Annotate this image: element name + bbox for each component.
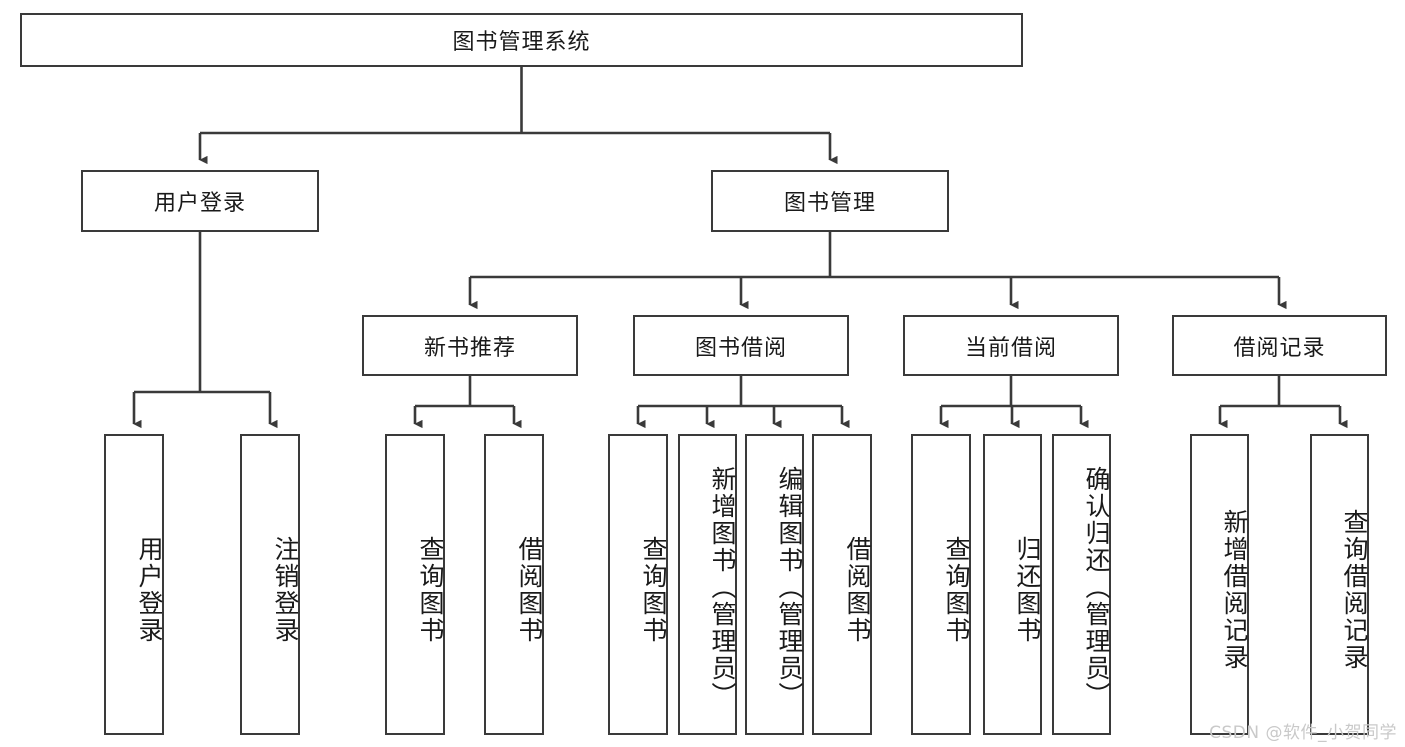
node-level3-book-borrow-label: 图书借阅 (694, 335, 787, 361)
node-leaf-label: 新增借阅记录 (1220, 508, 1249, 671)
node-level3-current-borrow[interactable]: 当前借阅 (903, 315, 1119, 376)
node-leaf[interactable]: 用户登录 (104, 434, 164, 735)
node-root-label: 图书管理系统 (452, 30, 591, 55)
node-leaf[interactable]: 查询图书 (608, 434, 668, 735)
node-leaf[interactable]: 查询借阅记录 (1310, 434, 1369, 735)
node-level3-borrow-record-label: 借阅记录 (1233, 335, 1326, 361)
node-leaf[interactable]: 新增图书（管理员） (678, 434, 737, 735)
node-leaf-label: 用户登录 (135, 535, 164, 644)
node-level2-book-management[interactable]: 图书管理 (711, 170, 949, 232)
node-level2-book-management-label: 图书管理 (783, 191, 876, 216)
node-leaf[interactable]: 借阅图书 (812, 434, 872, 735)
node-leaf-label: 确认归还（管理员） (1082, 466, 1111, 709)
node-level3-new-book-recommend[interactable]: 新书推荐 (362, 315, 578, 376)
node-leaf[interactable]: 新增借阅记录 (1190, 434, 1249, 735)
node-leaf-label: 查询图书 (942, 535, 971, 644)
node-level3-book-borrow[interactable]: 图书借阅 (633, 315, 849, 376)
node-leaf-label: 查询借阅记录 (1340, 508, 1369, 671)
node-level3-current-borrow-label: 当前借阅 (964, 335, 1057, 361)
node-leaf-label: 查询图书 (416, 535, 445, 644)
node-leaf[interactable]: 编辑图书（管理员） (745, 434, 804, 735)
node-level2-user-login[interactable]: 用户登录 (81, 170, 319, 232)
node-leaf[interactable]: 借阅图书 (484, 434, 544, 735)
node-leaf-label: 归还图书 (1013, 535, 1042, 644)
node-leaf-label: 查询图书 (639, 535, 668, 644)
node-leaf-label: 新增图书（管理员） (708, 466, 737, 709)
node-level2-user-login-label: 用户登录 (153, 191, 246, 216)
node-leaf[interactable]: 归还图书 (983, 434, 1042, 735)
node-leaf[interactable]: 确认归还（管理员） (1052, 434, 1111, 735)
node-level3-new-book-recommend-label: 新书推荐 (423, 335, 516, 361)
node-leaf-label: 编辑图书（管理员） (775, 466, 804, 709)
node-leaf-label: 注销登录 (271, 535, 300, 644)
csdn-watermark: CSDN @软件_小贺同学 (1209, 723, 1397, 743)
node-leaf-label: 借阅图书 (843, 535, 872, 644)
node-leaf-label: 借阅图书 (515, 535, 544, 644)
node-leaf[interactable]: 注销登录 (240, 434, 300, 735)
node-leaf[interactable]: 查询图书 (911, 434, 971, 735)
node-root[interactable]: 图书管理系统 (20, 13, 1023, 67)
node-leaf[interactable]: 查询图书 (385, 434, 445, 735)
node-level3-borrow-record[interactable]: 借阅记录 (1172, 315, 1387, 376)
